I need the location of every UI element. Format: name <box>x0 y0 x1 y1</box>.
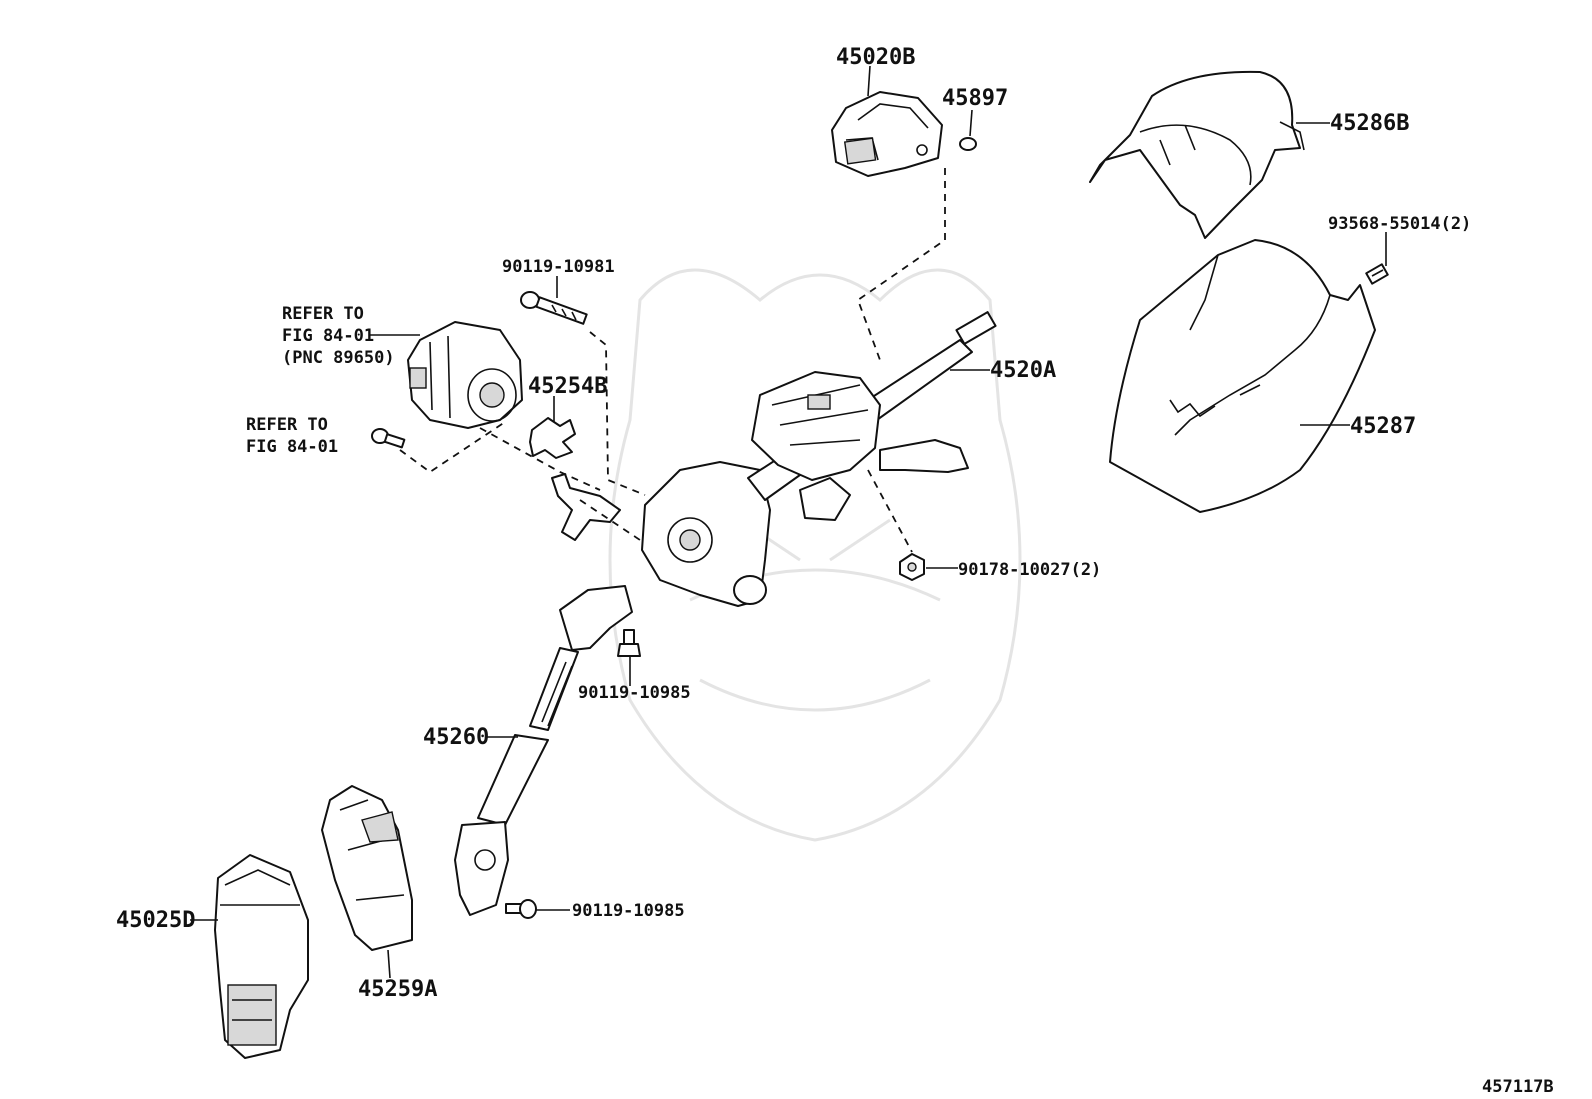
part-93568-screw[interactable] <box>1365 263 1389 285</box>
callout-93568: 93568-55014(2) <box>1328 214 1471 234</box>
callout-90178: 90178-10027(2) <box>958 560 1101 580</box>
callout-4520A: 4520A <box>990 358 1056 383</box>
part-45259A-boot[interactable] <box>321 785 413 951</box>
callout-labels: 45020B 45897 45286B 93568-55014(2) 90119… <box>116 45 1554 1097</box>
leader-lines <box>190 65 1387 979</box>
part-45286B-upper-cover[interactable] <box>1089 70 1305 239</box>
part-45020B-switch[interactable] <box>831 91 943 177</box>
part-90119-10985-upper-bolt[interactable] <box>617 629 641 657</box>
callout-45259A: 45259A <box>358 977 437 1002</box>
callout-45286B: 45286B <box>1330 111 1409 136</box>
callout-45020B: 45020B <box>836 45 915 70</box>
part-90119-10985-lower-bolt[interactable] <box>505 899 537 919</box>
part-45897-cap[interactable] <box>959 137 977 151</box>
part-bracket-clip[interactable] <box>551 473 621 541</box>
refer-note-84-01-line1: REFER TO <box>246 415 328 435</box>
callout-45260: 45260 <box>423 725 489 750</box>
callout-45025D: 45025D <box>116 908 195 933</box>
callout-45287: 45287 <box>1350 414 1416 439</box>
part-45287-lower-cover[interactable] <box>1109 239 1376 513</box>
part-89650-actuator[interactable] <box>407 321 523 429</box>
refer-note-89650-line3: (PNC 89650) <box>282 348 395 368</box>
refer-note-89650-line2: FIG 84-01 <box>282 326 374 346</box>
callout-90119-10981: 90119-10981 <box>502 257 615 277</box>
refer-note-89650-line1: REFER TO <box>282 304 364 324</box>
part-90178-nut[interactable] <box>899 553 925 581</box>
refer-note-84-01-line2: FIG 84-01 <box>246 437 338 457</box>
callout-90119-10985-lower: 90119-10985 <box>572 901 685 921</box>
dashed-assembly-lines <box>399 168 946 553</box>
callout-90119-10985-upper: 90119-10985 <box>578 683 691 703</box>
part-45254B-coupler[interactable] <box>529 417 576 459</box>
callout-45254B: 45254B <box>528 374 607 399</box>
part-90119-10981-bolt[interactable] <box>520 291 588 325</box>
part-45260-intermediate-shaft[interactable] <box>454 585 633 916</box>
part-4520A-steering-column[interactable] <box>641 311 997 607</box>
watermark-emblem <box>608 268 1022 842</box>
part-refer-bolt[interactable] <box>371 428 406 449</box>
part-45025D-hole-cover[interactable] <box>214 854 309 1059</box>
figure-code: 457117B <box>1482 1077 1554 1097</box>
callout-45897: 45897 <box>942 86 1008 111</box>
